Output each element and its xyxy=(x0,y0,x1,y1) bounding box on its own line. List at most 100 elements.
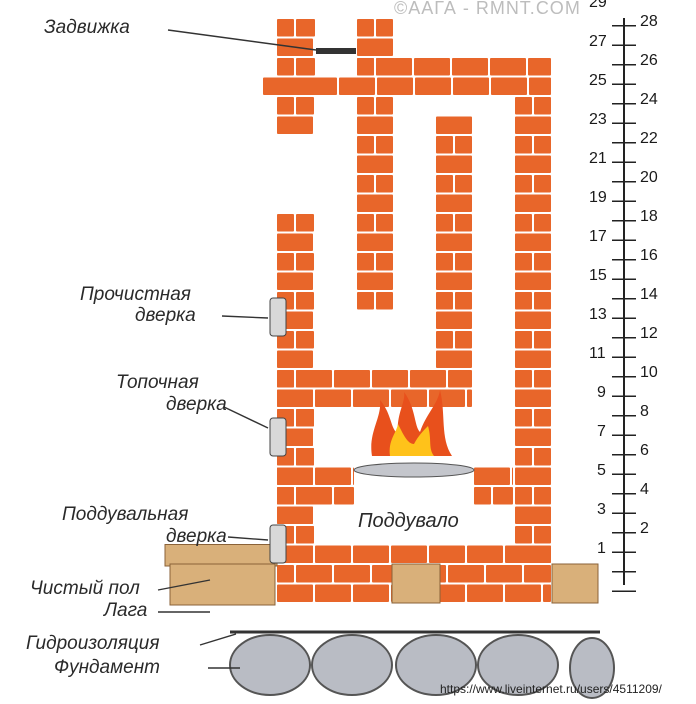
ruler-number: 28 xyxy=(640,13,658,30)
ruler-number: 24 xyxy=(640,91,658,108)
label-foundation: Фундамент xyxy=(54,657,161,678)
brick-grate-ledge xyxy=(474,467,510,485)
brick-left-wall xyxy=(277,116,313,134)
brick-inner-wall xyxy=(357,253,374,271)
brick-inner-wall xyxy=(436,350,472,368)
ruler-number: 10 xyxy=(640,364,658,381)
brick-firebox-roof xyxy=(410,370,446,388)
brick-top-cap xyxy=(528,58,551,76)
brick-grate-ledge xyxy=(353,467,354,485)
foundation-stone xyxy=(311,634,393,696)
brick-top-cap xyxy=(452,58,488,76)
brick-base-row xyxy=(543,584,551,602)
brick-inner-wall xyxy=(376,175,393,193)
brick-firebox-roof xyxy=(372,370,408,388)
label-ash-pit: Поддувало xyxy=(358,510,459,532)
brick-inner-wall xyxy=(436,253,453,271)
brick-top-cap xyxy=(377,77,413,95)
brick-firebox-wall xyxy=(296,409,314,427)
brick-firebox-roof xyxy=(296,370,332,388)
brick-top-cap xyxy=(529,77,551,95)
brick-inner-wall xyxy=(376,292,393,310)
ruler-number: 25 xyxy=(589,71,607,89)
label-fire-door-line1: Топочная xyxy=(116,372,199,393)
brick-right-wall xyxy=(534,409,551,427)
brick-right-wall xyxy=(515,155,551,173)
ruler-number: 12 xyxy=(640,325,658,342)
brick-inner-wall xyxy=(376,97,393,115)
ruler-number: 17 xyxy=(589,227,607,245)
ruler-number: 7 xyxy=(597,422,606,440)
brick-base-row xyxy=(467,584,503,602)
brick-chimney-right xyxy=(357,38,393,56)
brick-left-wall xyxy=(296,331,314,349)
brick-right-wall xyxy=(515,350,551,368)
brick-base-row xyxy=(429,545,465,563)
joist xyxy=(551,563,599,604)
brick-inner-wall xyxy=(376,214,393,232)
ruler-number: 4 xyxy=(640,481,649,498)
leader-line xyxy=(167,29,317,51)
brick-top-cap xyxy=(263,77,299,95)
brick-firebox-roof xyxy=(334,370,370,388)
watermark: ©ААГА - RMNT.COM xyxy=(394,0,581,18)
brick-right-wall xyxy=(534,448,551,466)
brick-left-wall xyxy=(296,214,314,232)
brick-chimney-right xyxy=(357,19,374,37)
brick-inner-wall xyxy=(436,233,472,251)
brick-left-wall xyxy=(277,214,294,232)
foundation-stone xyxy=(229,634,311,696)
brick-inner-wall xyxy=(436,292,453,310)
source-url: https://www.liveinternet.ru/users/451120… xyxy=(440,682,662,696)
ruler-number: 1 xyxy=(597,539,606,557)
brick-right-wall xyxy=(515,409,532,427)
brick-right-wall xyxy=(515,467,551,485)
door xyxy=(269,524,287,564)
brick-right-wall xyxy=(534,487,551,505)
brick-firebox-roof xyxy=(429,389,465,407)
brick-inner-wall xyxy=(436,331,453,349)
label-damper: Задвижка xyxy=(44,17,130,38)
brick-right-wall xyxy=(515,116,551,134)
ruler-number: 6 xyxy=(640,442,649,459)
grate xyxy=(353,462,475,478)
brick-right-wall xyxy=(515,311,551,329)
brick-right-wall xyxy=(515,526,532,544)
ruler-number: 11 xyxy=(589,344,606,362)
brick-chimney-left xyxy=(277,58,294,76)
brick-grate-ledge xyxy=(277,467,313,485)
brick-grate-ledge xyxy=(493,487,513,505)
brick-chimney-left xyxy=(296,58,315,76)
ruler-number: 27 xyxy=(589,32,607,50)
brick-left-wall xyxy=(277,350,313,368)
brick-base-row xyxy=(486,565,522,583)
leader-line xyxy=(223,406,269,429)
brick-firebox-roof xyxy=(277,370,294,388)
brick-right-wall xyxy=(515,292,532,310)
label-joist: Лага xyxy=(104,600,148,621)
brick-left-wall xyxy=(277,233,313,251)
brick-inner-wall xyxy=(436,116,472,134)
brick-top-cap xyxy=(357,58,374,76)
label-clean-floor: Чистый пол xyxy=(30,578,140,599)
brick-inner-wall xyxy=(436,136,453,154)
brick-top-cap xyxy=(414,58,450,76)
brick-grate-ledge xyxy=(296,487,332,505)
label-leader-lines xyxy=(157,29,317,669)
brick-left-wall xyxy=(296,97,314,115)
brick-inner-wall xyxy=(357,175,374,193)
brick-base-row xyxy=(353,584,389,602)
brick-grate-ledge xyxy=(334,487,354,505)
ruler-number: 2 xyxy=(640,520,649,537)
ruler-number: 15 xyxy=(589,266,607,284)
brick-grate-ledge xyxy=(474,487,491,505)
brick-chimney-left xyxy=(296,19,315,37)
ruler-number: 14 xyxy=(640,286,658,303)
brick-right-wall xyxy=(534,526,551,544)
brick-base-row xyxy=(505,545,541,563)
brick-base-row xyxy=(353,545,389,563)
brick-inner-wall xyxy=(455,175,472,193)
foundation-stone xyxy=(569,637,615,699)
brick-left-wall xyxy=(277,272,313,290)
